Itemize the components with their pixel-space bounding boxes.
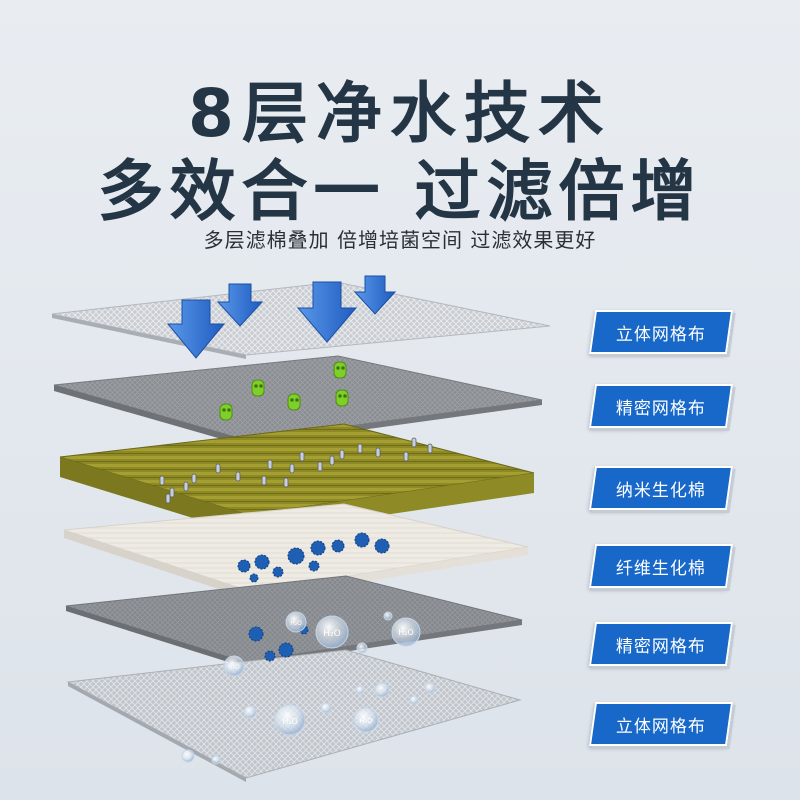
layer-label-4: 纤维生化棉 (588, 544, 734, 588)
h2o-bubble-icon: H₂O (315, 615, 349, 649)
bacteria-icon (287, 393, 301, 411)
bacteria-icon (335, 389, 349, 407)
svg-text:H₂O: H₂O (282, 717, 298, 726)
arrow-down-icon (216, 283, 264, 327)
svg-text:H₂O: H₂O (359, 717, 373, 725)
h2o-bubble-icon: H₂O (285, 611, 307, 633)
bacteria-icon (251, 379, 265, 397)
headline-line-1: 8层净水技术 (188, 75, 612, 152)
layer-label-6: 立体网格布 (588, 702, 734, 746)
svg-text:H₂O: H₂O (290, 620, 302, 627)
bacteria-icon (333, 361, 347, 379)
layer-label-3: 纳米生化棉 (588, 466, 734, 510)
svg-text:H₂O: H₂O (398, 628, 414, 637)
subheadline: 多层滤棉叠加 倍增培菌空间 过滤效果更好 (203, 228, 597, 252)
microbes-group (237, 532, 390, 583)
bacteria-icon (219, 403, 233, 421)
layer-label-5: 精密网格布 (588, 622, 734, 666)
water-flow-arrows (166, 275, 397, 359)
arrow-down-icon (353, 275, 397, 315)
layer-label-1: 立体网格布 (588, 310, 734, 354)
h2o-bubble-icon: H₂O (391, 617, 421, 647)
water-molecules-bottom: H₂O H₂O (181, 682, 436, 765)
svg-text:H₂O: H₂O (228, 664, 240, 671)
arrow-down-icon (296, 281, 358, 343)
layer-label-2: 精密网格布 (588, 384, 734, 428)
h2o-bubble-icon: H₂O (223, 655, 245, 677)
arrow-down-icon (166, 299, 226, 359)
headline-line-2: 多效合一 过滤倍增 (97, 153, 703, 230)
water-molecules-lower: H₂O H₂O H₂O H₂O (223, 611, 421, 677)
green-bacteria-group (219, 361, 349, 421)
h2o-bubble-icon: H₂O (353, 707, 379, 733)
svg-text:H₂O: H₂O (323, 629, 340, 639)
h2o-bubble-icon: H₂O (274, 704, 306, 736)
trapped-particles-group (159, 437, 433, 504)
